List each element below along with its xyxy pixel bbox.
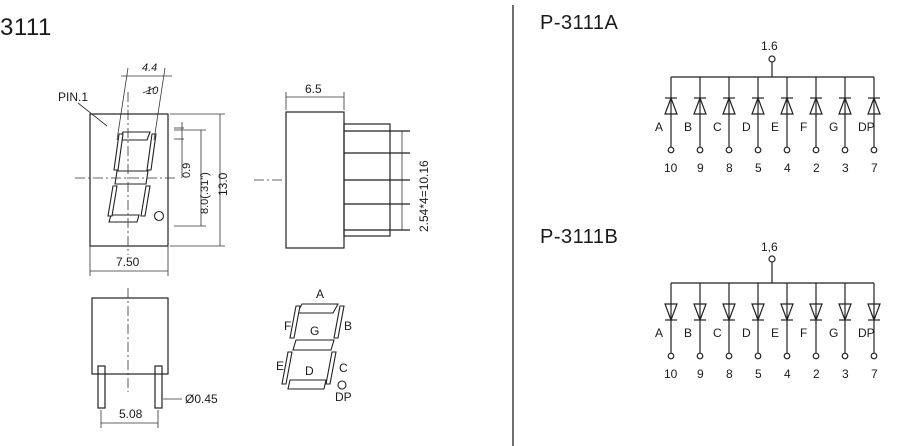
- segment-label-circuit_b-d: D: [742, 326, 751, 340]
- width-44-label: 4.4: [142, 62, 157, 74]
- pin-span-label: 2.54*4=10.16: [417, 160, 431, 232]
- pin-number-circuit_a-g: 3: [842, 161, 849, 175]
- slant-angle-label: 10: [146, 85, 159, 97]
- pin-number-circuit_b-e: 4: [784, 367, 791, 381]
- segment-f-shape: [289, 305, 301, 339]
- diode-circuit_b-dp: DP 7: [858, 283, 881, 381]
- diode-circuit_b-f: F2: [800, 283, 823, 381]
- digit-height-label: 8.0(.31"): [199, 172, 211, 214]
- segment-label-circuit_b-g: G: [829, 326, 838, 340]
- pin-number-circuit_b-g: 3: [842, 367, 849, 381]
- pin-number-circuit_b-f: 2: [813, 367, 820, 381]
- segment-b-shape: [333, 305, 345, 339]
- segment-label-c: C: [339, 361, 348, 375]
- common-anode-title: P-3111A: [540, 12, 619, 34]
- segment-e-shape: [281, 351, 293, 385]
- pin-number-circuit_b-d: 5: [755, 367, 762, 381]
- part-number-title: 3111: [0, 14, 52, 41]
- pin-diameter-label: Ø0.45: [185, 392, 218, 406]
- segment-label-g: G: [310, 324, 319, 338]
- segment-gap-label: 0.9: [181, 163, 193, 178]
- segment-label-circuit_a-b: B: [684, 120, 692, 134]
- pin-number-circuit_a-dp: 7: [871, 161, 878, 175]
- segment-label-circuit_b-b: B: [684, 326, 692, 340]
- segment-label-circuit_a-g: G: [829, 120, 838, 134]
- pin-number-circuit_a-a: 10: [664, 161, 678, 175]
- diode-circuit_b-b: B9: [684, 283, 707, 381]
- segment-label-f: F: [284, 319, 291, 333]
- segment-label-circuit_a-e: E: [771, 120, 779, 134]
- common-pin-b-label: 1,6: [761, 240, 778, 254]
- bottom-pin-left: [97, 365, 106, 409]
- body-height-label: 13.0: [216, 172, 230, 196]
- bottom-view: 5.08 Ø0.45: [91, 288, 218, 428]
- pin-number-circuit_a-f: 2: [813, 161, 820, 175]
- diode-circuit_b-g: G3: [829, 283, 852, 381]
- diode-circuit_a-e: E4: [771, 77, 794, 175]
- segment-label-circuit_b-a: A: [655, 326, 663, 340]
- pin-pitch-label: 5.08: [119, 407, 143, 421]
- segment-diagram: A B C D E F G DP: [276, 287, 352, 404]
- segment-d-shape: [287, 379, 327, 390]
- segment-label-b: B: [344, 319, 352, 333]
- pin-number-circuit_a-d: 5: [755, 161, 762, 175]
- common-pin-a-label: 1.6: [761, 39, 778, 53]
- side-body-outline: [285, 111, 345, 249]
- segment-label-circuit_a-d: D: [742, 120, 751, 134]
- segment-label-e: E: [276, 359, 284, 373]
- bottom-pin-right: [154, 365, 163, 409]
- display-body-outline: [89, 113, 169, 247]
- diode-circuit_b-d: D5: [742, 283, 765, 381]
- front-view: 4.4 10 PIN.1 0.9 8.0(.31") 13.0 7.50: [58, 62, 230, 276]
- diode-circuit_a-b: B9: [684, 77, 707, 175]
- pin-number-circuit_a-e: 4: [784, 161, 791, 175]
- depth-label: 6.5: [305, 82, 322, 96]
- segment-label-circuit_a-c: C: [713, 120, 722, 134]
- segment-c-shape: [325, 351, 337, 385]
- diode-circuit_b-c: C8: [713, 283, 736, 381]
- pin-number-circuit_b-b: 9: [697, 367, 704, 381]
- body-width-label: 7.50: [116, 255, 140, 269]
- segment-label-circuit_b-c: C: [713, 326, 722, 340]
- segment-dp-shape: [337, 380, 347, 390]
- pin1-label: PIN.1: [58, 90, 88, 104]
- pin-number-circuit_b-dp: 7: [871, 367, 878, 381]
- pin-number-circuit_b-a: 10: [664, 367, 678, 381]
- side-view: 6.5 2.54*4=10.16: [254, 82, 431, 249]
- segment-label-circuit_a-a: A: [655, 120, 663, 134]
- diode-circuit_a-g: G3: [829, 77, 852, 175]
- segment-label-a: A: [316, 287, 324, 301]
- segment-label-circuit_b-e: E: [771, 326, 779, 340]
- pin-number-circuit_b-c: 8: [726, 367, 733, 381]
- diode-circuit_b-e: E4: [771, 283, 794, 381]
- front-digit: [107, 131, 165, 223]
- segment-label-circuit_b-dp: DP: [858, 326, 875, 340]
- segment-label-dp: DP: [335, 390, 352, 404]
- diode-circuit_a-f: F2: [800, 77, 823, 175]
- pin-number-circuit_a-c: 8: [726, 161, 733, 175]
- common-cathode-title: P-3111B: [540, 226, 619, 248]
- pin1-leader: [77, 102, 108, 127]
- diode-circuit_b-a: A 10: [655, 283, 678, 381]
- diode-circuit_a-c: C8: [713, 77, 736, 175]
- diode-circuit_a-d: D5: [742, 77, 765, 175]
- pin-number-circuit_a-b: 9: [697, 161, 704, 175]
- segment-label-circuit_a-f: F: [800, 120, 807, 134]
- diode-circuit_a-dp: DP 7: [858, 77, 881, 175]
- segment-a-shape: [296, 303, 339, 314]
- segment-label-d: D: [305, 364, 314, 378]
- segment-g-shape: [292, 339, 335, 351]
- segment-label-circuit_a-dp: DP: [858, 120, 875, 134]
- segment-label-circuit_b-f: F: [800, 326, 807, 340]
- diode-circuit_a-a: A 10: [655, 77, 678, 175]
- bottom-body-outline: [91, 297, 169, 375]
